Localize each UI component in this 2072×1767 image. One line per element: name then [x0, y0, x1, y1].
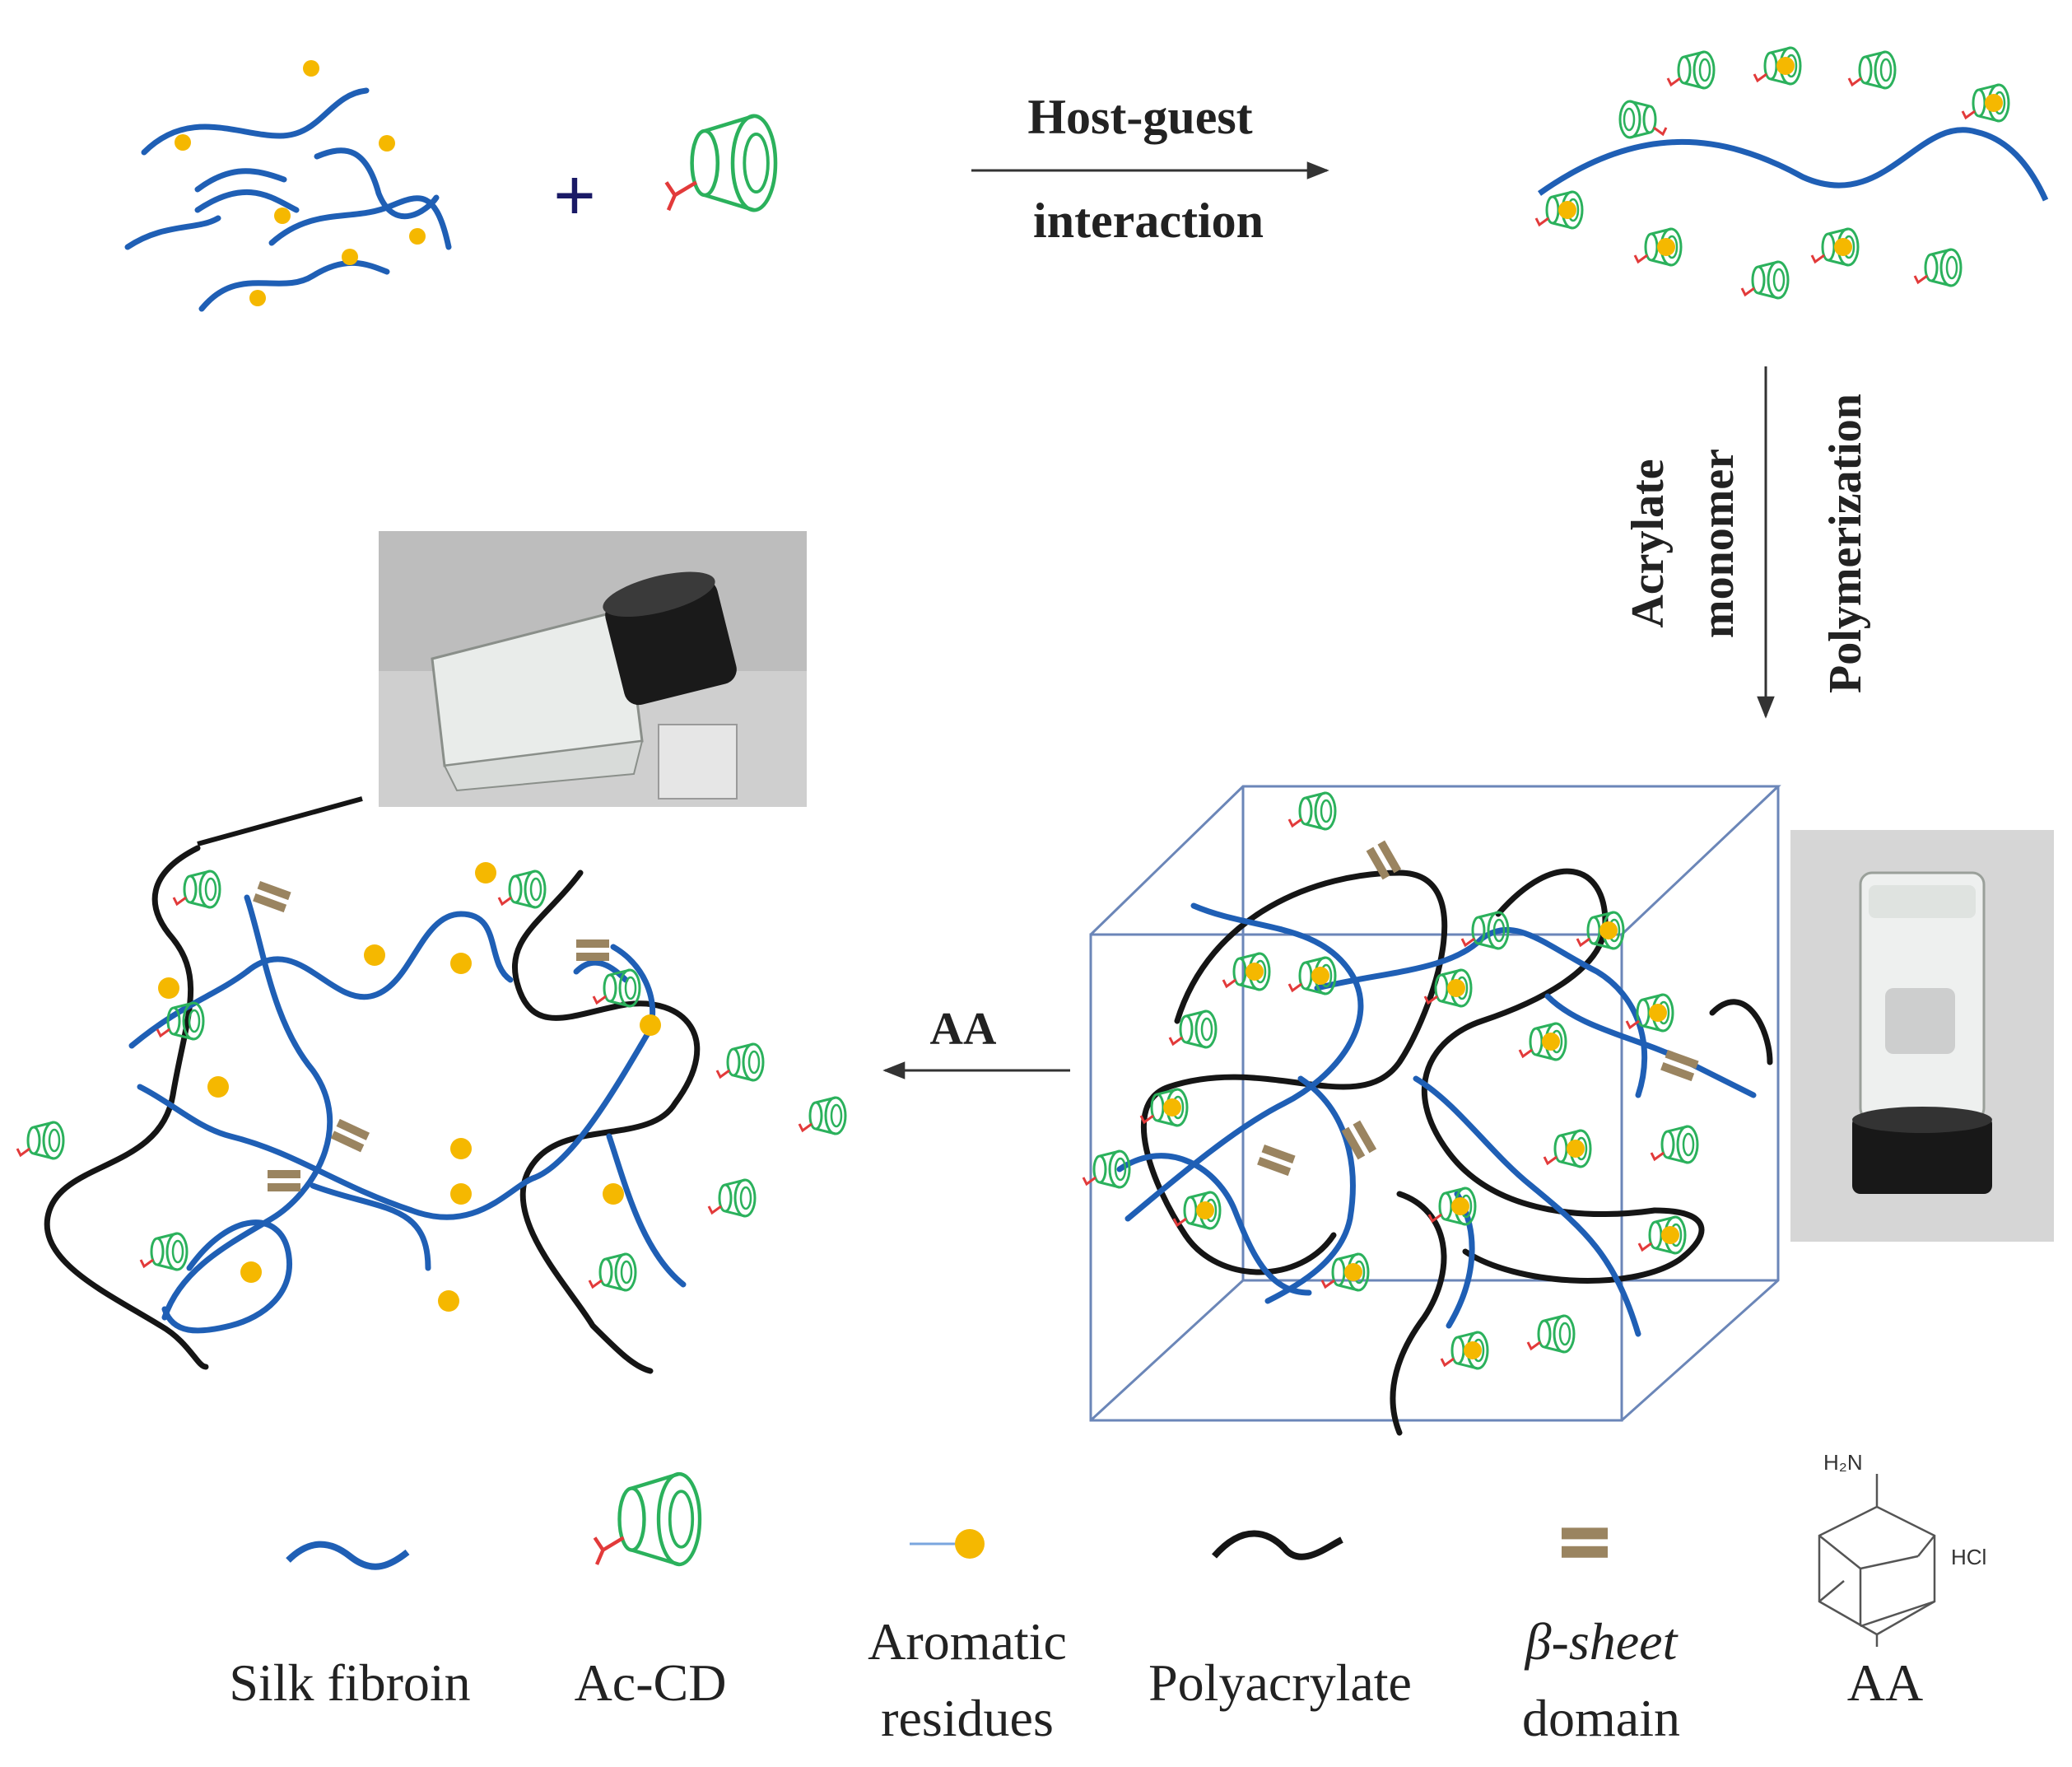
- aa-structure-amine: H₂N: [1823, 1450, 1863, 1475]
- adamantane-structure-icon: [1818, 1474, 1936, 1647]
- disrupted-network: [16, 845, 847, 1374]
- silk-fibroin-icon: [286, 1541, 410, 1570]
- aromatic-residue-icon: [910, 1529, 985, 1559]
- host-guest-label-line1: Host-guest: [1027, 90, 1252, 144]
- host-guest-label-line2: interaction: [1033, 193, 1264, 248]
- silk-fibroin-complex-chain: [1537, 127, 2049, 202]
- legend-label-ac-cd: Ac-CD: [575, 1653, 727, 1712]
- host-guest-complexes: [1536, 48, 2009, 300]
- monomer-label-line2: monomer: [1693, 449, 1744, 638]
- legend-label-silk-fibroin: Silk fibroin: [229, 1653, 470, 1712]
- silk-fibroin-chains: [124, 87, 452, 312]
- legend-label-aa: AA: [1847, 1653, 1923, 1712]
- monomer-label-line1: Acrylate: [1623, 459, 1674, 627]
- polymerization-label: Polymerization: [1820, 394, 1871, 693]
- legend-label-aromatic-line2: residues: [881, 1689, 1054, 1747]
- ac-cd-reagent-icon: [666, 116, 775, 210]
- hydrogel-cube: [1082, 785, 1781, 1436]
- plus-sign: +: [553, 153, 596, 237]
- aa-structure-salt: HCl: [1951, 1545, 1986, 1569]
- polyacrylate-icon: [1211, 1530, 1343, 1560]
- beta-sheet-icon: [1562, 1527, 1608, 1558]
- legend: H₂N HCl Silk fibroin Ac-CD Aromatic resi…: [229, 1450, 1986, 1747]
- aromatic-residues-top: [175, 60, 426, 306]
- legend-label-aromatic-line1: Aromatic: [868, 1612, 1067, 1671]
- upright-vial-photo: [1790, 830, 2054, 1242]
- inverted-vial-photo: [379, 531, 807, 807]
- aa-arrow-label: AA: [930, 1004, 997, 1055]
- ac-cd-icon: [595, 1474, 701, 1564]
- photo-pointer-line: [197, 796, 363, 846]
- legend-label-polyacrylate: Polyacrylate: [1148, 1653, 1412, 1712]
- free-aromatic-left: [158, 862, 661, 1312]
- legend-label-beta-sheet-line2: domain: [1522, 1689, 1680, 1747]
- legend-label-beta-sheet-line1: β-sheet: [1524, 1612, 1679, 1671]
